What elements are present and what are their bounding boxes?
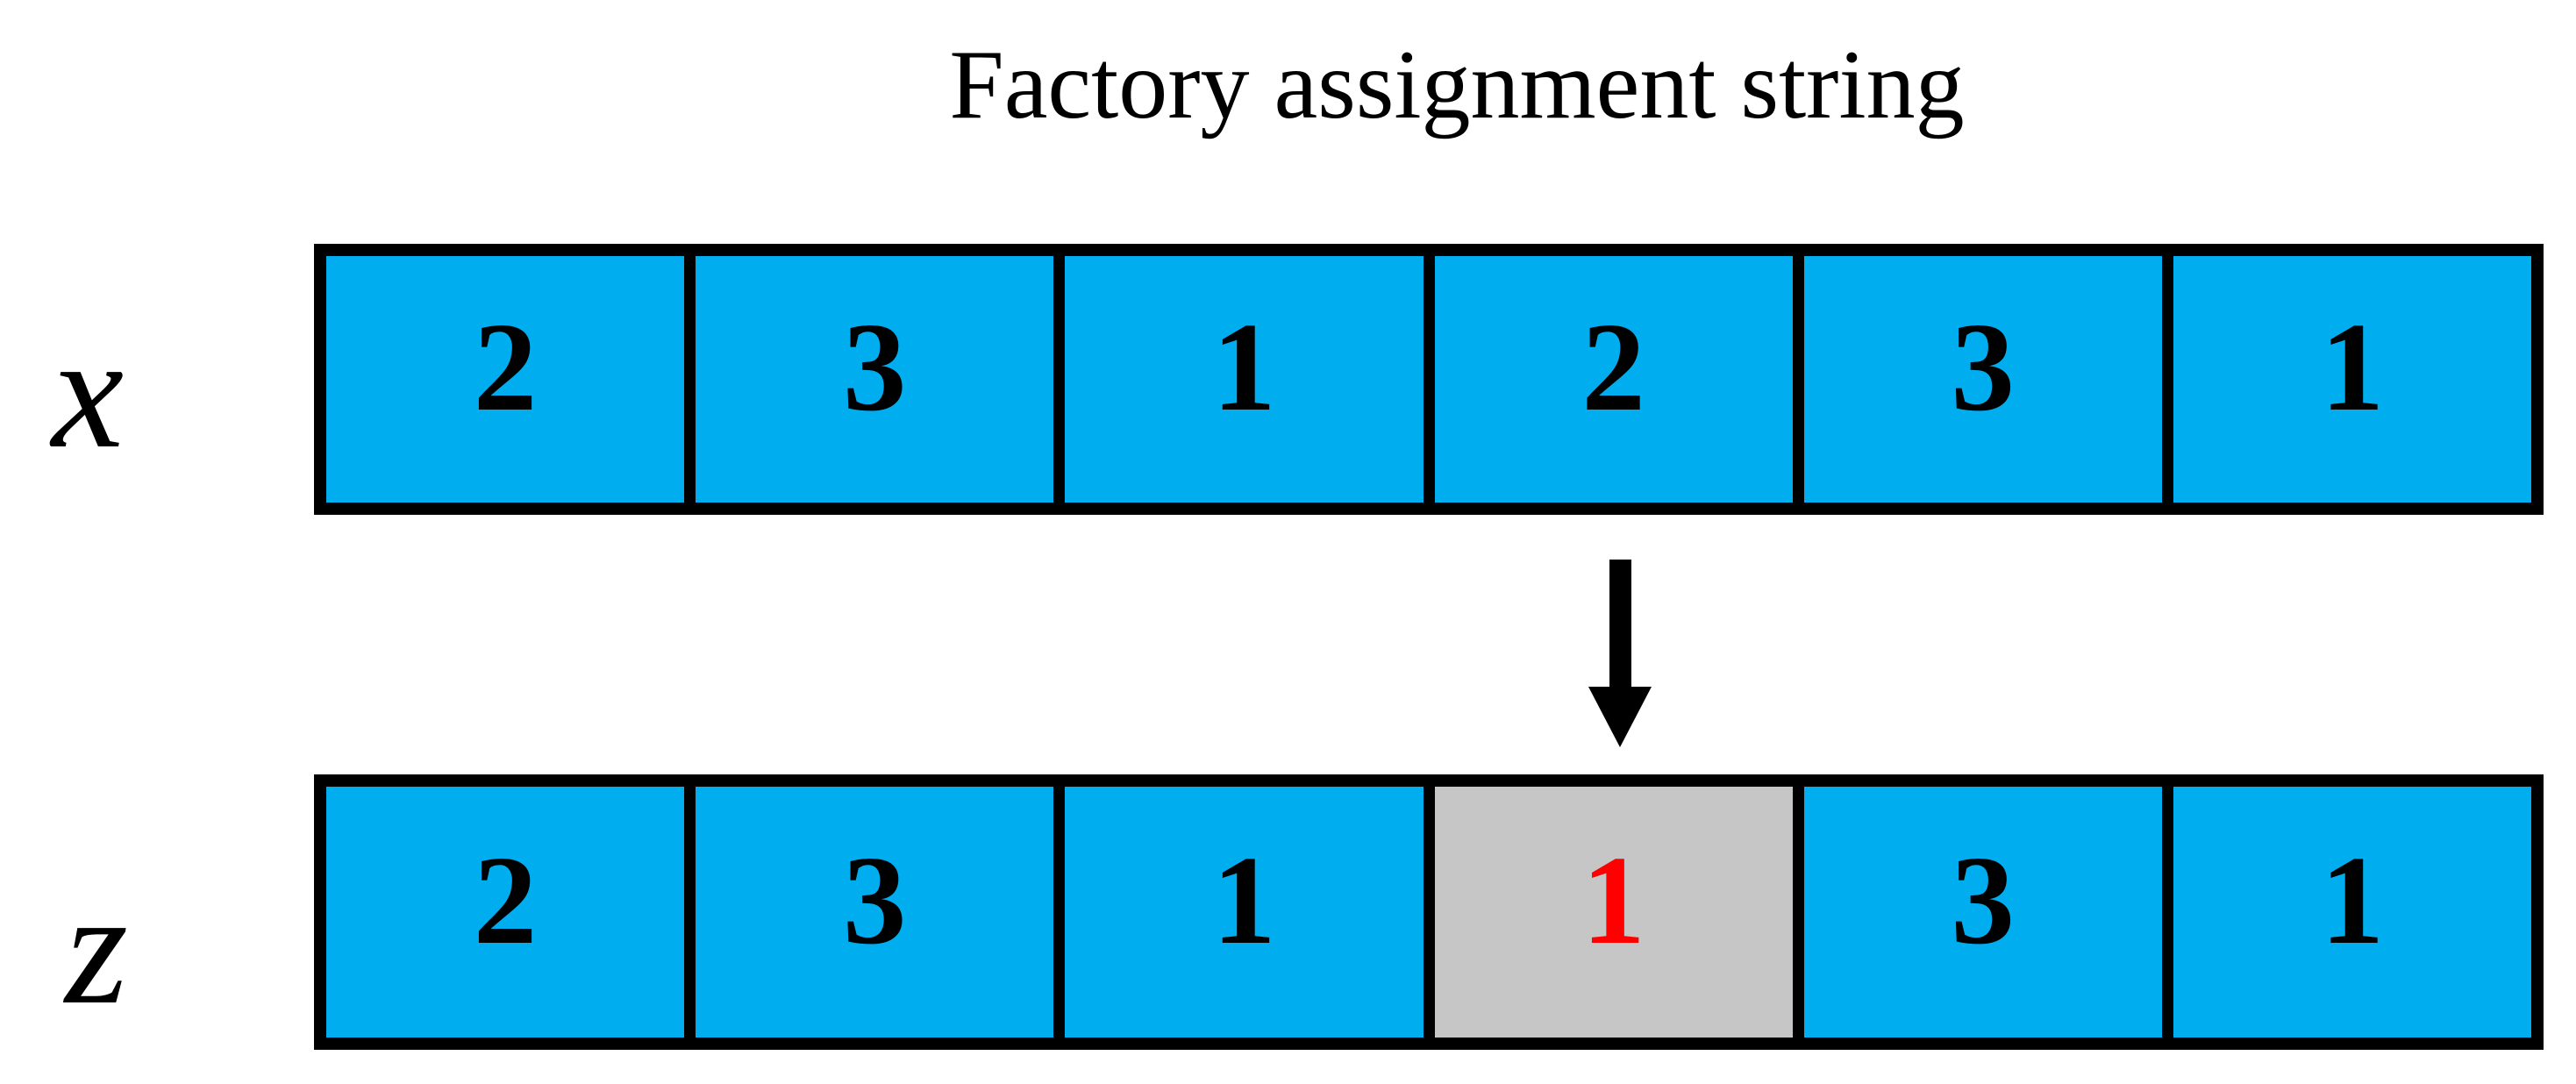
string-cell: 1 [1065,256,1424,503]
assignment-string-z: 2 3 1 1 3 1 [314,774,2544,1050]
string-cell: 3 [1803,787,2162,1038]
row-label-z: z [65,858,128,1038]
arrow-head [1588,687,1652,747]
assignment-string-x: 2 3 1 2 3 1 [314,244,2544,515]
arrow-shaft [1609,560,1631,688]
row-label-x: x [51,302,125,482]
string-cell: 3 [696,256,1054,503]
string-cell: 2 [1434,256,1793,503]
string-cell: 2 [326,256,685,503]
string-cell: 3 [1803,256,2162,503]
mutated-cell: 1 [1434,787,1793,1038]
string-cell: 2 [326,787,685,1038]
string-cell: 1 [1065,787,1424,1038]
down-arrow-icon [1588,560,1652,747]
string-cell: 1 [2173,256,2532,503]
figure-title: Factory assignment string [949,31,1965,139]
string-cell: 3 [696,787,1054,1038]
string-cell: 1 [2173,787,2532,1038]
